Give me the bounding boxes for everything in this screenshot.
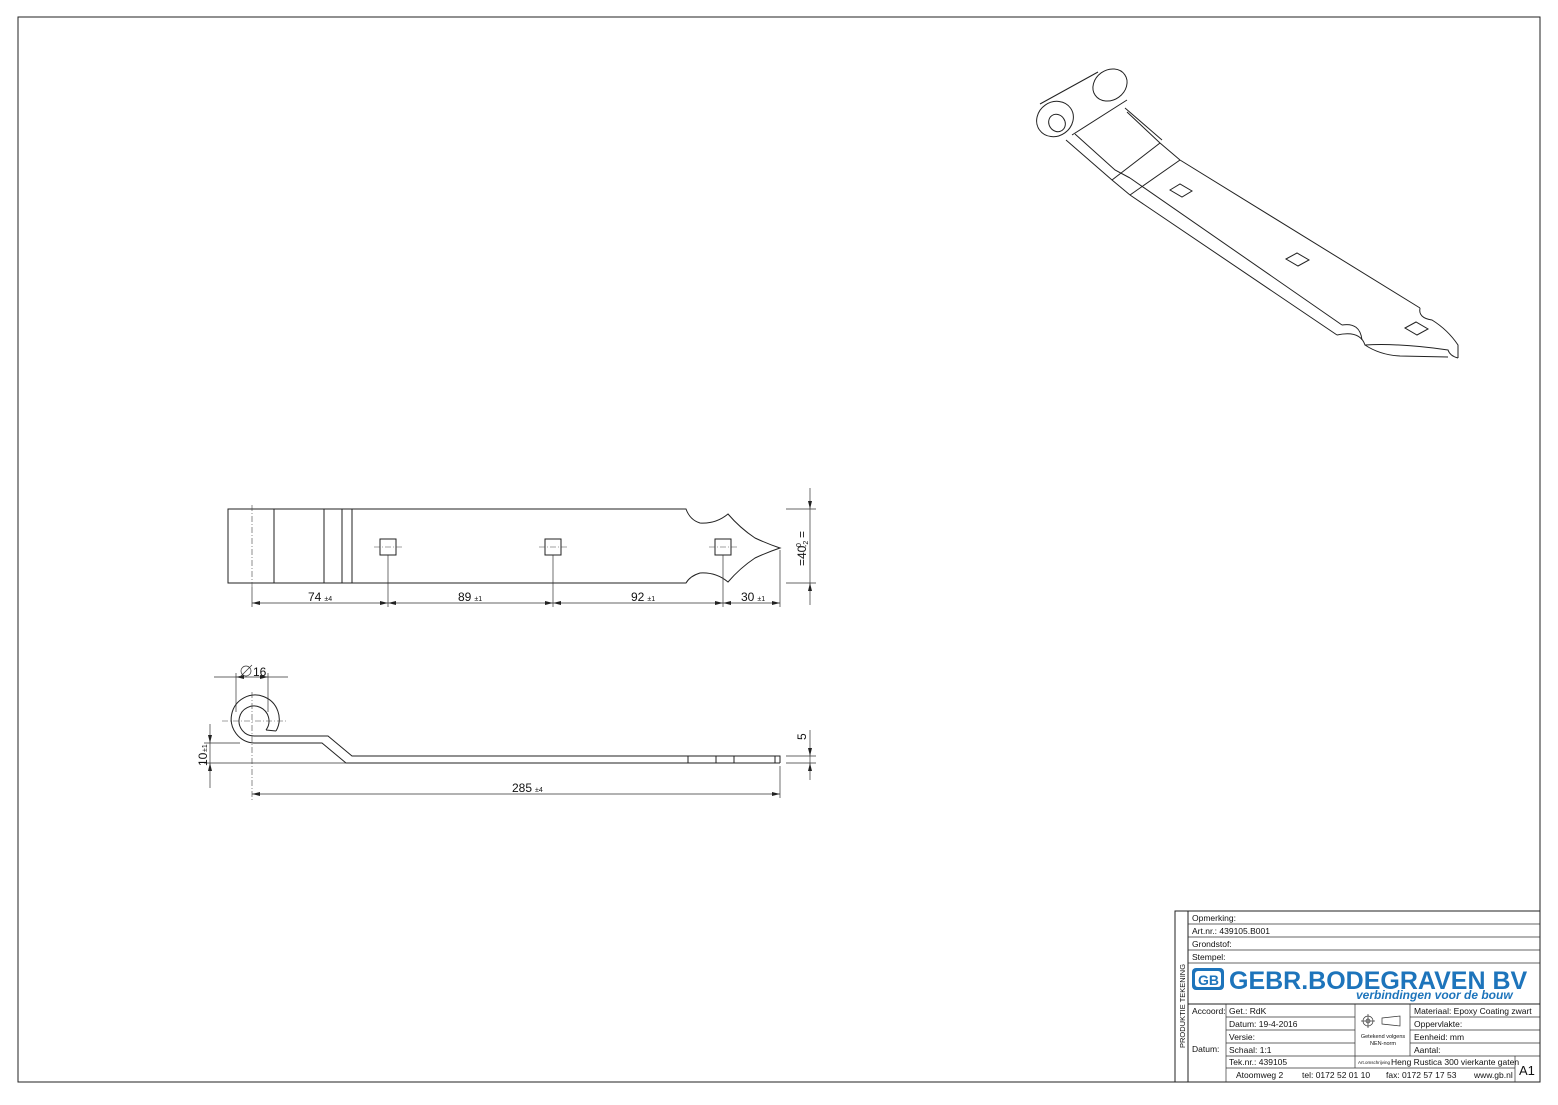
dim-width-40: =40 0 -2 =	[795, 531, 810, 566]
norm-line-2: NEN-norm	[1370, 1041, 1396, 1047]
field-opmerking: Opmerking:	[1192, 913, 1236, 923]
field-oppervlakte: Oppervlakte:	[1414, 1019, 1462, 1029]
field-getekend: Get.: RdK	[1229, 1006, 1267, 1016]
top-view: 74±4 89±1 92±1 30±1 =40 0 -2 =	[227, 488, 816, 607]
svg-text:0: 0	[796, 543, 803, 547]
field-art-nr: Art.nr.: 439105.B001	[1192, 926, 1270, 936]
svg-text:10: 10	[196, 752, 210, 766]
dim-height-10: 10 ±1	[196, 744, 210, 766]
svg-text:16: 16	[253, 665, 267, 679]
field-tek-nr: Tek.nr.: 439105	[1229, 1057, 1287, 1067]
company-phone: tel: 0172 52 01 10	[1302, 1070, 1370, 1080]
dim-89: 89±1	[458, 590, 482, 604]
svg-text:=: =	[795, 531, 809, 538]
company-tagline: verbindingen voor de bouw	[1356, 988, 1513, 1002]
side-label: PRODUKTIE TEKENING	[1178, 964, 1187, 1048]
field-omschrijving-label: Art.omschrijving	[1358, 1060, 1391, 1065]
dim-length-285: 285±4	[512, 781, 543, 795]
svg-text:=40: =40	[795, 545, 809, 566]
field-aantal: Aantal:	[1414, 1045, 1440, 1055]
field-eenheid: Eenheid: mm	[1414, 1032, 1464, 1042]
company-website: www.gb.nl	[1473, 1070, 1513, 1080]
dim-30: 30±1	[741, 590, 765, 604]
isometric-view	[1036, 68, 1459, 359]
company-name: GEBR.BODEGRAVEN BV	[1229, 967, 1528, 995]
drawing-border	[17, 16, 1541, 1083]
title-block: PRODUKTIE TEKENING Opmerking: Art.nr.: 4…	[1174, 910, 1541, 1083]
svg-text:GB: GB	[1198, 972, 1219, 988]
company-address: Atoomweg 2	[1236, 1070, 1284, 1080]
company-logo: GB GEBR.BODEGRAVEN BV verbindingen voor …	[1192, 967, 1528, 1002]
sheet-format: A1	[1519, 1063, 1535, 1078]
side-view: 16 10 ±1 5 285±4	[196, 664, 816, 800]
field-accoord-datum: Datum:	[1192, 1044, 1219, 1054]
svg-text:-2: -2	[803, 541, 810, 547]
field-omschrijving: Heng Rustica 300 vierkante gaten	[1391, 1057, 1519, 1067]
company-fax: fax: 0172 57 17 53	[1386, 1070, 1457, 1080]
dim-74: 74±4	[308, 590, 332, 604]
field-datum: Datum: 19-4-2016	[1229, 1019, 1298, 1029]
field-accoord: Accoord:	[1192, 1006, 1226, 1016]
svg-text:PRODUKTIE TEKENING: PRODUKTIE TEKENING	[1178, 964, 1187, 1048]
svg-text:5: 5	[795, 733, 809, 740]
projection-symbol-icon	[1361, 1014, 1401, 1028]
dim-92: 92±1	[631, 590, 655, 604]
field-materiaal: Materiaal: Epoxy Coating zwart	[1414, 1006, 1532, 1016]
dim-diameter-16: 16	[239, 664, 267, 679]
norm-line-1: Getekend volgens	[1361, 1034, 1406, 1040]
field-grondstof: Grondstof:	[1192, 939, 1232, 949]
field-versie: Versie:	[1229, 1032, 1255, 1042]
field-stempel: Stempel:	[1192, 952, 1226, 962]
field-schaal: Schaal: 1:1	[1229, 1045, 1272, 1055]
svg-text:±1: ±1	[202, 744, 209, 752]
dim-thickness-5: 5	[795, 733, 809, 740]
